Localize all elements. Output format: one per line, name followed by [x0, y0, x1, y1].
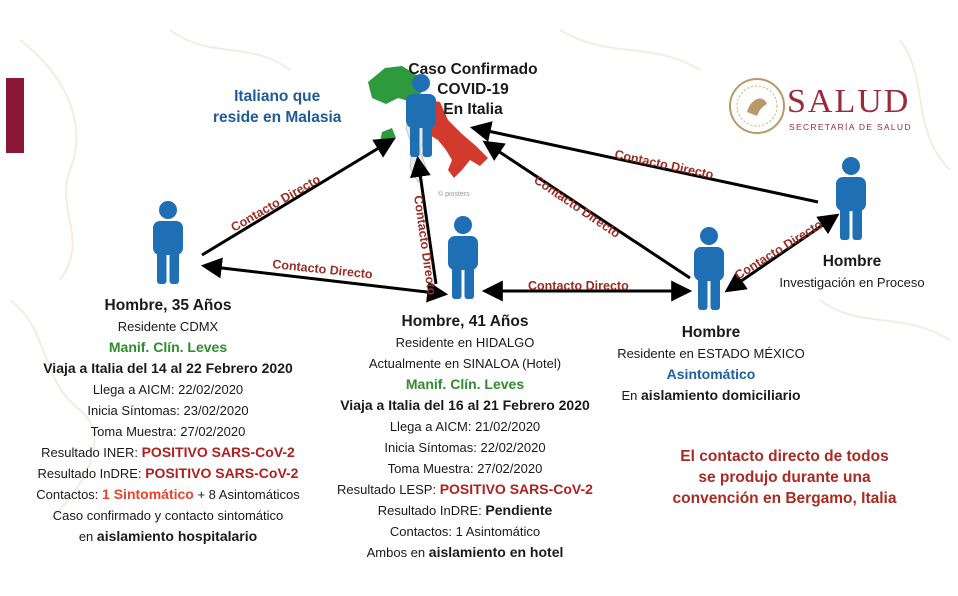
salud-logo-text: SALUD [787, 83, 911, 120]
person-35-sample: Toma Muestra: 27/02/2020 [90, 424, 246, 439]
person-35-residence: Residente CDMX [117, 319, 219, 334]
person-41-manif: Manif. Clín. Leves [405, 376, 525, 392]
person-35-isolation-value: aislamiento hospitalario [96, 528, 258, 544]
italiano-line-1: Italiano que [234, 88, 321, 105]
accent-bar [6, 78, 24, 153]
person-35-card: Hombre, 35 Años Residente CDMX Manif. Cl… [12, 295, 324, 547]
person-icon-cdmx [153, 201, 183, 284]
edge-label-investigacion-italy: Contacto Directo [613, 147, 715, 182]
person-41-title: Hombre, 41 Años [401, 313, 529, 330]
person-41-sample: Toma Muestra: 27/02/2020 [387, 461, 543, 476]
person-35-contacts: Contactos: 1 Sintomático + 8 Asintomátic… [36, 486, 300, 502]
person-35-indre-value: POSITIVO SARS-CoV-2 [145, 465, 299, 481]
person-edomex-title: Hombre [681, 324, 741, 341]
person-41-card: Hombre, 41 Años Residente en HIDALGO Act… [308, 311, 622, 563]
person-41-lesp-value: POSITIVO SARS-CoV-2 [439, 481, 593, 497]
person-35-onset: Inicia Síntomas: 23/02/2020 [87, 403, 249, 418]
note-line-2: se produjo durante una [698, 469, 871, 486]
person-35-iner: Resultado INER: POSITIVO SARS-CoV-2 [41, 444, 295, 460]
person-35-contacts-symptomatic: 1 Sintomático [102, 486, 194, 502]
person-41-lesp: Resultado LESP: POSITIVO SARS-CoV-2 [337, 481, 593, 497]
person-edomex-status: Asintomático [666, 366, 756, 382]
italiano-label: Italiano que reside en Malasia [213, 86, 341, 128]
person-edomex-isolation-value: aislamiento domiciliario [641, 387, 801, 403]
caso-line-1: Caso Confirmado [408, 61, 538, 78]
person-35-trip: Viaja a Italia del 14 al 22 Febrero 2020 [43, 360, 293, 376]
person-35-indre: Resultado InDRE: POSITIVO SARS-CoV-2 [37, 465, 299, 481]
person-41-residence: Residente en HIDALGO [395, 335, 535, 350]
convention-note: El contacto directo de todos se produjo … [622, 446, 947, 509]
caso-confirmado-label: Caso Confirmado COVID-19 En Italia [388, 60, 558, 120]
person-edomex-card: Hombre Residente en ESTADO MÉXICO Asinto… [600, 322, 822, 406]
map-caption: © piosters [438, 190, 470, 198]
person-35-title: Hombre, 35 Años [104, 297, 232, 314]
caso-line-3: En Italia [443, 101, 503, 118]
edge-label-cdmx-hidalgo: Contacto Directo [272, 257, 374, 281]
arrow-investigacion-to-italy [469, 121, 819, 204]
edge-label-cdmx-italy: Contacto Directo [229, 172, 324, 235]
note-line-1: El contacto directo de todos [680, 448, 889, 465]
person-41-onset: Inicia Síntomas: 22/02/2020 [384, 440, 546, 455]
salud-logo-subtitle: SECRETARÍA DE SALUD [789, 122, 912, 132]
edge-label-edomex-italy: Contacto Directo [531, 173, 623, 241]
person-icon-edomex [694, 227, 724, 310]
person-35-isolation: en aislamiento hospitalario [78, 528, 258, 544]
person-investigacion-title: Hombre [822, 253, 882, 270]
person-35-case-note: Caso confirmado y contacto sintomático [52, 508, 284, 523]
person-41-both: Ambos en aislamiento en hotel [366, 544, 564, 560]
arrow-edomex-to-italy [482, 140, 691, 280]
person-investigacion-card: Hombre Investigación en Proceso [762, 251, 942, 293]
edge-label-hidalgo-italy: Contacto Directo [411, 194, 439, 296]
person-icon-hidalgo [448, 216, 478, 299]
italiano-line-2: reside en Malasia [213, 109, 342, 126]
person-35-iner-value: POSITIVO SARS-CoV-2 [141, 444, 295, 460]
person-41-trip: Viaja a Italia del 16 al 21 Febrero 2020 [340, 397, 590, 413]
person-icon-investigacion [836, 157, 866, 240]
person-35-manif: Manif. Clín. Leves [108, 339, 228, 355]
person-investigacion-status: Investigación en Proceso [779, 275, 925, 290]
arrow-edomex-investigacion [724, 213, 840, 293]
caso-line-2: COVID-19 [437, 81, 509, 98]
person-edomex-isolation: En aislamiento domiciliario [621, 387, 801, 403]
arrow-cdmx-hidalgo [200, 257, 449, 303]
person-41-both-value: aislamiento en hotel [428, 544, 564, 560]
person-edomex-residence: Residente en ESTADO MÉXICO [617, 346, 805, 361]
person-41-current: Actualmente en SINALOA (Hotel) [368, 356, 562, 371]
mexico-seal-icon [729, 78, 785, 134]
arrow-cdmx-to-italy [201, 137, 396, 257]
note-line-3: convención en Bergamo, Italia [672, 490, 897, 507]
person-35-arrival: Llega a AICM: 22/02/2020 [92, 382, 244, 397]
person-41-indre-value: Pendiente [485, 502, 553, 518]
person-41-arrival: Llega a AICM: 21/02/2020 [389, 419, 541, 434]
person-41-contacts: Contactos: 1 Asintomático [389, 524, 541, 539]
person-41-indre: Resultado InDRE: Pendiente [377, 502, 553, 518]
edge-label-hidalgo-edomex: Contacto Directo [528, 279, 629, 293]
contact-arrows [200, 121, 840, 303]
